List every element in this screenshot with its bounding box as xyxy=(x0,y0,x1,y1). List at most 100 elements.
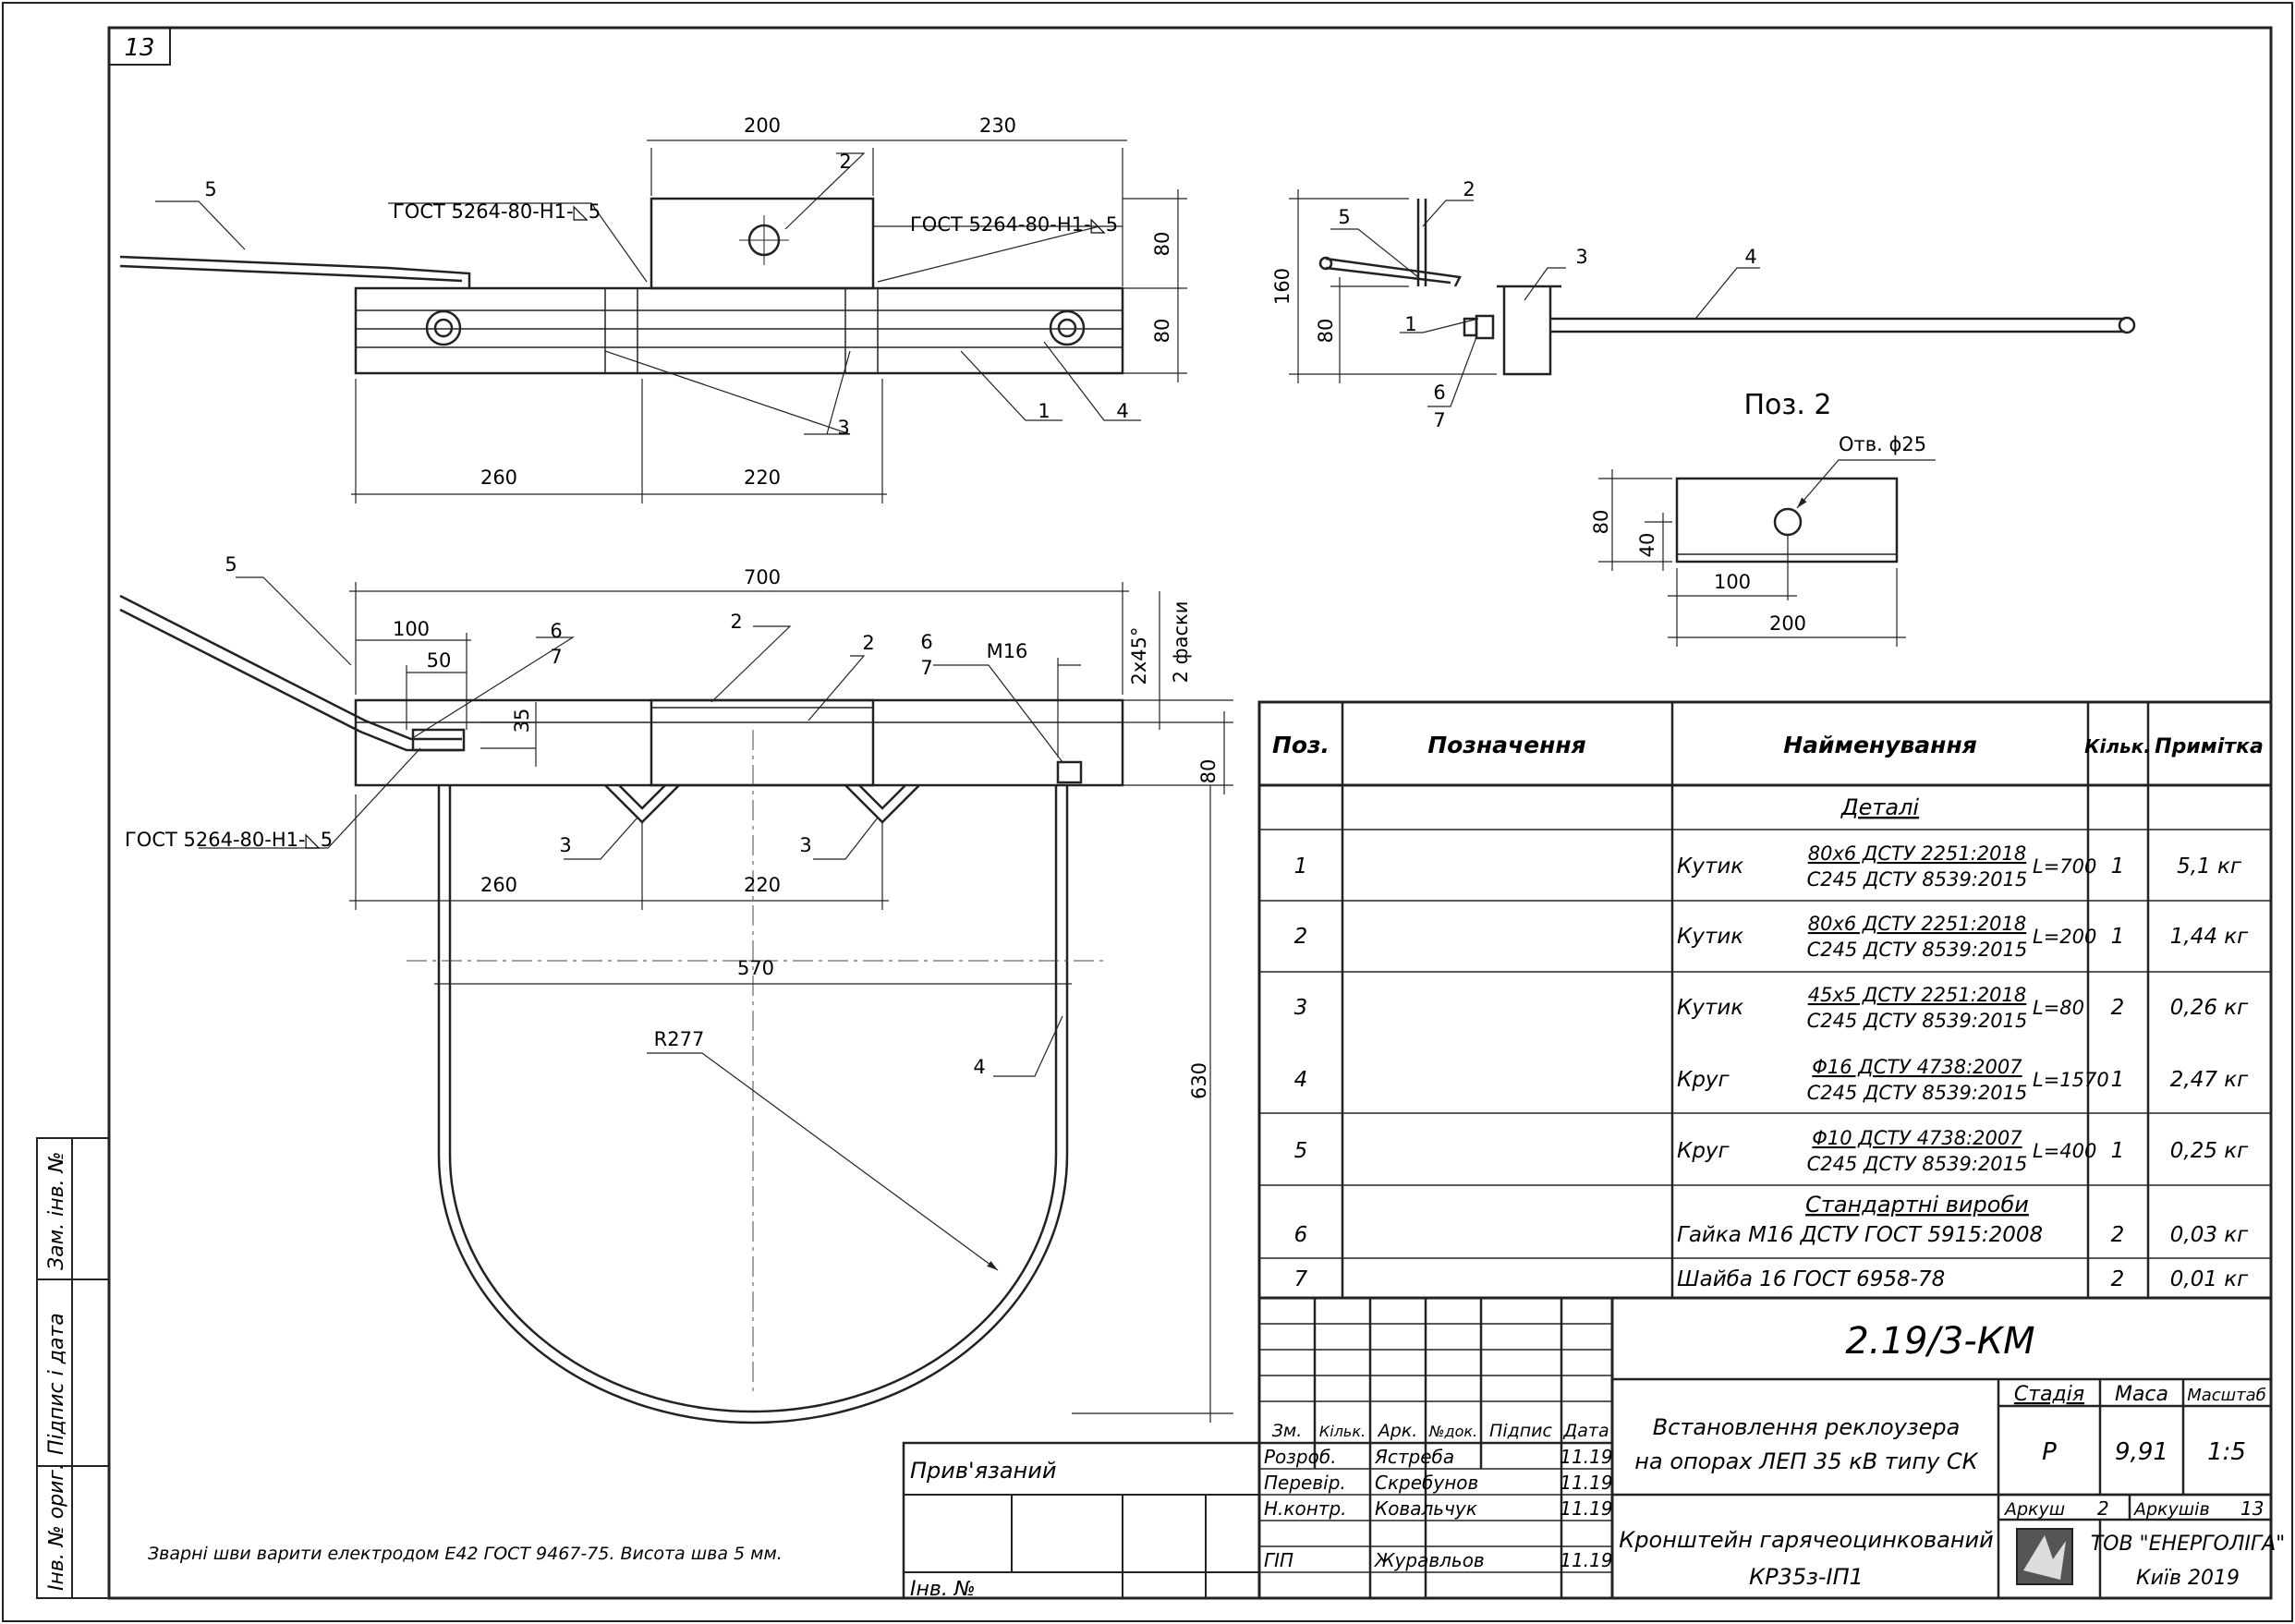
title-block xyxy=(902,1296,2273,1600)
spec-length: L=700 xyxy=(2033,855,2096,878)
spec-qty: 2 xyxy=(2111,1223,2125,1247)
scale-label: Масштаб xyxy=(2187,1386,2266,1405)
header-qty: Кільк. xyxy=(2084,735,2151,757)
col-zm: Зм. xyxy=(1272,1421,1303,1441)
top-view xyxy=(119,197,1124,375)
callout: 2 xyxy=(1463,178,1475,200)
callout: 3 xyxy=(1575,246,1587,268)
spec-material: С245 ДСТУ 8539:2015 xyxy=(1807,939,2028,961)
dim-text: 100 xyxy=(1714,571,1751,593)
dim-text: 80 xyxy=(1315,319,1337,344)
signer-name: Ковальчук xyxy=(1375,1497,1477,1520)
spec-name: Круг xyxy=(1677,1068,1730,1092)
detail-title: Поз. 2 xyxy=(1743,389,1831,421)
dim-text: 160 xyxy=(1271,268,1293,305)
spec-profile: 80x6 ДСТУ 2251:2018 xyxy=(1808,842,2027,865)
dim-text: 80 xyxy=(1151,319,1173,344)
sheets-label: Аркушів xyxy=(2132,1499,2210,1520)
spec-pos: 3 xyxy=(1294,996,1308,1020)
spec-length: L=200 xyxy=(2033,926,2096,948)
dim-text: 80 xyxy=(1197,759,1220,784)
col-ndok: №док. xyxy=(1428,1423,1477,1440)
spec-name: Круг xyxy=(1677,1139,1730,1163)
spec-material: С245 ДСТУ 8539:2015 xyxy=(1807,1153,2028,1175)
top-view-labels: 200 230 80 80 260 220 5 2 3 1 4 ГОСТ 526… xyxy=(204,115,1173,489)
callout: 6 xyxy=(920,631,932,653)
spec-pos: 4 xyxy=(1294,1068,1308,1092)
callout: 1 xyxy=(1038,400,1050,422)
linked-label: Прив'язаний xyxy=(910,1458,1056,1484)
callout: 3 xyxy=(559,834,571,856)
signer-role: Н.контр. xyxy=(1264,1497,1347,1520)
scale-value: 1:5 xyxy=(2207,1438,2246,1466)
section-details: Деталі xyxy=(1840,794,1920,820)
spec-qty: 2 xyxy=(2111,996,2125,1020)
callout: 3 xyxy=(837,417,849,439)
item-line2: КР35з-ІП1 xyxy=(1749,1564,1864,1590)
dim-text: 80 xyxy=(1151,232,1173,257)
col-date: Дата xyxy=(1562,1421,1609,1441)
dim-text: 50 xyxy=(427,649,452,672)
side-view xyxy=(1318,199,2136,376)
signer-role: ГІП xyxy=(1264,1549,1293,1571)
spec-profile: Φ10 ДСТУ 4738:2007 xyxy=(1812,1127,2022,1149)
spec-note: 2,47 кг xyxy=(2170,1068,2249,1092)
callout: 7 xyxy=(920,657,932,679)
weld-note: ГОСТ 5264-80-Н1-◺5 xyxy=(910,213,1118,236)
dim-text: 570 xyxy=(737,957,774,979)
spec-pos: 7 xyxy=(1294,1267,1308,1291)
stamp-inv-orig: Інв. № ориг. xyxy=(45,1463,68,1591)
stamp-zam-inv: Зам. інв. № xyxy=(45,1152,68,1271)
detail-pos2-labels: Поз. 2 Отв. ϕ25 80 40 100 200 xyxy=(1590,389,1926,635)
sheet-number: 13 xyxy=(124,34,154,62)
company-name: ТОВ "ЕНЕРГОЛІГА" xyxy=(2091,1533,2286,1556)
spec-pos: 5 xyxy=(1294,1139,1308,1163)
col-kilk: Кільк. xyxy=(1319,1423,1366,1440)
spec-length: L=400 xyxy=(2033,1140,2096,1162)
spec-qty: 1 xyxy=(2111,1139,2125,1163)
side-stamp xyxy=(36,1137,110,1599)
callout: 2 xyxy=(730,611,742,633)
dim-text: 200 xyxy=(1769,612,1806,635)
weld-note: ГОСТ 5264-80-Н1-◺5 xyxy=(393,200,601,223)
callout: 5 xyxy=(204,178,216,200)
signer-name: Ястреба xyxy=(1374,1446,1454,1468)
spec-material: С245 ДСТУ 8539:2015 xyxy=(1807,1082,2028,1104)
dim-text: 630 xyxy=(1188,1062,1210,1099)
spec-length: L=80 xyxy=(2033,997,2084,1019)
callout: 6 xyxy=(550,620,562,642)
spec-name: Кутик xyxy=(1677,854,1743,879)
item-line1: Кронштейн гарячеоцинкований xyxy=(1619,1527,1993,1553)
header-name: Найменування xyxy=(1783,732,1977,758)
company-city: Київ 2019 xyxy=(2136,1567,2240,1590)
signer-name: Скребунов xyxy=(1375,1472,1478,1494)
dim-text: 40 xyxy=(1636,533,1658,558)
callout: 4 xyxy=(1744,246,1756,268)
callout: 1 xyxy=(1404,313,1416,335)
spec-qty: 1 xyxy=(2111,925,2125,949)
side-view-dims xyxy=(1289,189,1760,407)
detail-pos2-dims xyxy=(1598,459,1936,647)
company-logo xyxy=(2016,1528,2073,1585)
callout: 7 xyxy=(1433,409,1445,431)
signer-role: Розроб. xyxy=(1264,1446,1337,1468)
sheet-value: 2 xyxy=(2097,1497,2109,1520)
stage-value: Р xyxy=(2042,1438,2057,1466)
plan-view-labels: 700 100 50 35 2x45° 2 фаски М16 80 260 2… xyxy=(125,553,1220,1099)
dim-text: 2 фаски xyxy=(1170,601,1192,684)
signer-date: 11.19 xyxy=(1560,1549,1612,1571)
col-ark: Арк. xyxy=(1377,1421,1418,1441)
spec-profile: 80x6 ДСТУ 2251:2018 xyxy=(1808,913,2027,935)
mass-value: 9,91 xyxy=(2115,1438,2168,1466)
stamp-sign-date: Підпис і дата xyxy=(45,1313,68,1455)
callout: 2 xyxy=(839,151,851,173)
spec-standard-item: Гайка М16 ДСТУ ГОСТ 5915:2008 xyxy=(1677,1223,2043,1247)
dim-text: 230 xyxy=(979,115,1016,137)
welding-note: Зварні шви варити електродом Е42 ГОСТ 94… xyxy=(148,1544,783,1564)
spec-note: 0,25 кг xyxy=(2170,1139,2249,1163)
spec-pos: 6 xyxy=(1294,1223,1308,1247)
callout: 4 xyxy=(1116,400,1128,422)
plan-view-axes xyxy=(407,730,1109,1395)
